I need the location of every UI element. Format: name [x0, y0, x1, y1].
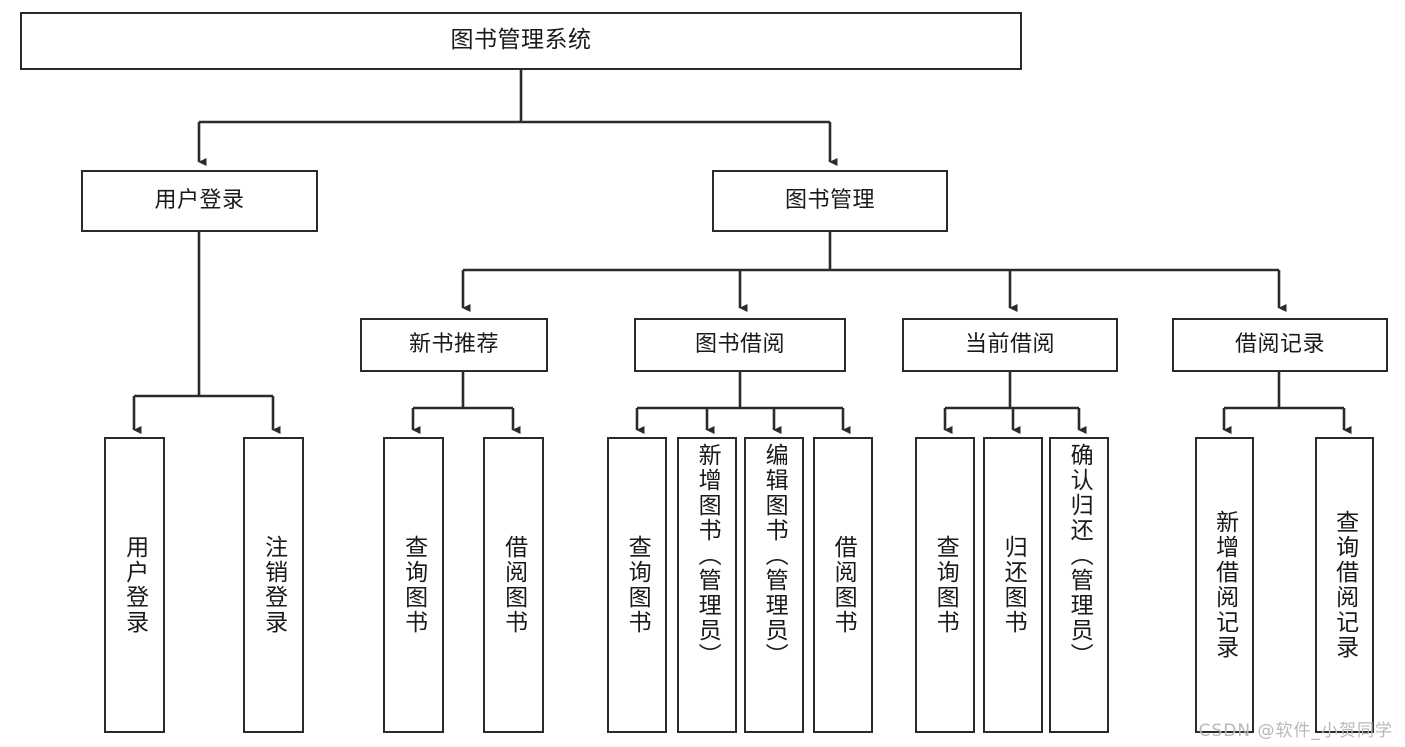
node-label: 查询图书 [624, 535, 651, 635]
node-leaf-query-book-borrow[interactable]: 查询图书 [607, 437, 667, 733]
node-leaf-add-book-admin[interactable]: 新增图书（管理员） [677, 437, 737, 733]
node-label: 用户登录 [121, 535, 148, 635]
node-label: 归还图书 [1000, 535, 1027, 635]
node-label: 用户登录 [154, 188, 245, 214]
node-book-borrow[interactable]: 图书借阅 [634, 318, 846, 372]
node-leaf-query-borrow-record[interactable]: 查询借阅记录 [1315, 437, 1374, 733]
node-leaf-query-book-current[interactable]: 查询图书 [915, 437, 975, 733]
connectors-newbook-to-leaves [411, 372, 521, 435]
node-leaf-borrow-book-recommend[interactable]: 借阅图书 [483, 437, 544, 733]
connectors-bookmanage-to-level3 [461, 232, 1287, 313]
node-label: 借阅图书 [500, 535, 527, 635]
connectors-bookborrow-to-leaves [635, 372, 851, 435]
node-label: 查询图书 [400, 535, 427, 635]
node-label: 新增图书（管理员） [694, 443, 721, 668]
node-label: 借阅记录 [1234, 332, 1325, 358]
node-leaf-query-book-recommend[interactable]: 查询图书 [383, 437, 444, 733]
node-label: 新增借阅记录 [1211, 510, 1238, 660]
node-new-book-recommend[interactable]: 新书推荐 [360, 318, 548, 372]
connectors-currentborrow-to-leaves [943, 372, 1087, 435]
node-label: 编辑图书（管理员） [761, 443, 788, 668]
node-root-book-management-system[interactable]: 图书管理系统 [20, 12, 1022, 70]
connectors-borrowrecord-to-leaves [1222, 372, 1352, 435]
node-label: 新书推荐 [408, 332, 499, 358]
node-leaf-edit-book-admin[interactable]: 编辑图书（管理员） [744, 437, 804, 733]
node-label: 查询借阅记录 [1331, 510, 1358, 660]
node-label: 图书借阅 [694, 332, 785, 358]
connectors-userlogin-to-leaves [132, 232, 281, 435]
node-current-borrow[interactable]: 当前借阅 [902, 318, 1118, 372]
connectors-root-to-level2 [197, 70, 838, 167]
node-borrow-record[interactable]: 借阅记录 [1172, 318, 1388, 372]
node-label: 图书管理系统 [450, 27, 592, 54]
node-label: 确认归还（管理员） [1066, 443, 1093, 668]
node-book-management[interactable]: 图书管理 [712, 170, 948, 232]
node-leaf-borrow-book-borrow[interactable]: 借阅图书 [813, 437, 873, 733]
node-label: 注销登录 [260, 535, 287, 635]
node-leaf-confirm-return-admin[interactable]: 确认归还（管理员） [1049, 437, 1109, 733]
node-leaf-add-borrow-record[interactable]: 新增借阅记录 [1195, 437, 1254, 733]
node-leaf-return-book[interactable]: 归还图书 [983, 437, 1043, 733]
node-user-login[interactable]: 用户登录 [81, 170, 318, 232]
node-label: 借阅图书 [830, 535, 857, 635]
node-leaf-user-login[interactable]: 用户登录 [104, 437, 165, 733]
node-label: 当前借阅 [964, 332, 1055, 358]
node-label: 查询图书 [932, 535, 959, 635]
node-leaf-logout-login[interactable]: 注销登录 [243, 437, 304, 733]
node-label: 图书管理 [784, 188, 875, 214]
